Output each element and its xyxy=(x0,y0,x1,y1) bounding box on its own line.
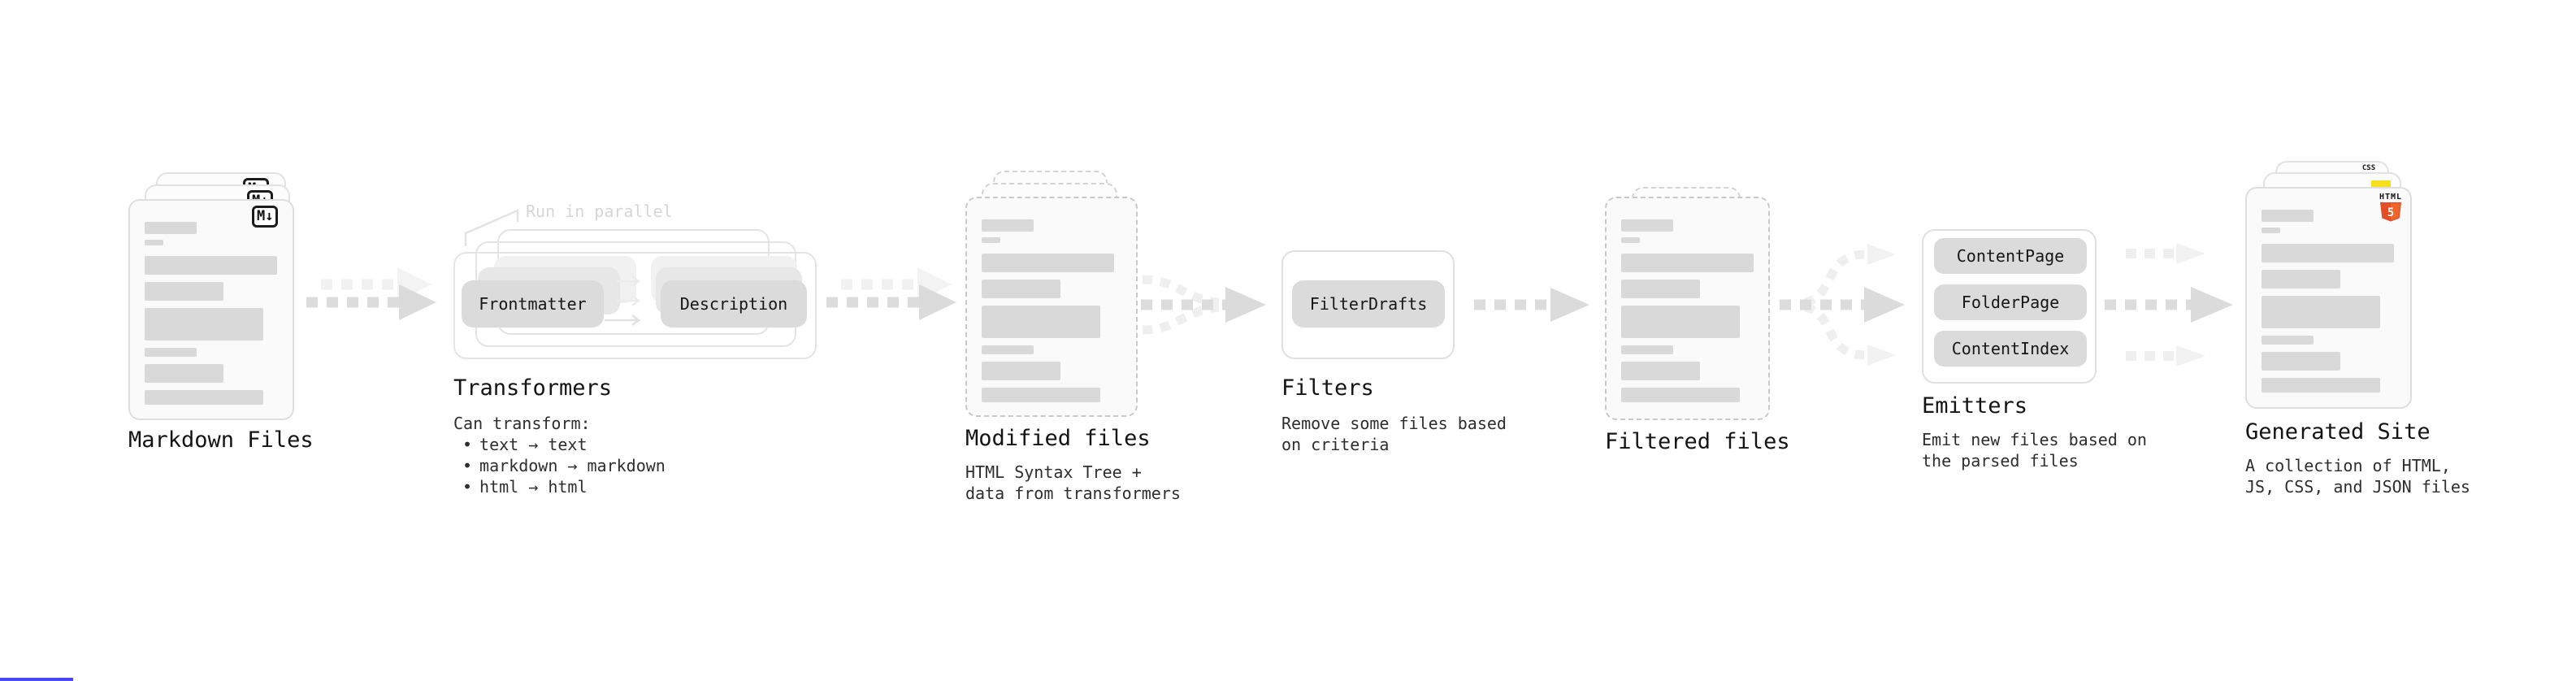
bullet-icon: • xyxy=(462,435,473,454)
transformer-bullet: • text → text xyxy=(453,434,666,455)
filters-description: Remove some files based on criteria xyxy=(1281,413,1507,455)
flow-arrow-transformers-to-modified xyxy=(826,267,956,320)
skeleton-bar xyxy=(2262,352,2340,371)
doc-skeleton-lines xyxy=(2247,189,2410,393)
skeleton-bar xyxy=(145,222,197,234)
desc-line: Emit new files based on xyxy=(1922,430,2147,449)
html5-icon-word: HTML xyxy=(2379,193,2403,202)
stage-label-emitters: Emitters xyxy=(1922,393,2028,419)
html5-icon: HTML 5 xyxy=(2379,193,2402,223)
stage-label-modified-files: Modified files xyxy=(965,426,1151,451)
skeleton-bar xyxy=(145,390,263,405)
flow-arrow-filters-to-filtered xyxy=(1474,288,1589,322)
modified-file-card-front xyxy=(965,197,1138,417)
annotation-leader-line xyxy=(464,209,519,246)
desc-line: Remove some files based xyxy=(1281,414,1507,433)
skeleton-bar xyxy=(2262,270,2340,288)
transformer-bullet: • html → html xyxy=(453,476,666,497)
skeleton-bar xyxy=(2262,228,2280,233)
description-node: Description xyxy=(661,280,807,327)
generated-site-description: A collection of HTML, JS, CSS, and JSON … xyxy=(2245,455,2470,497)
html5-icon-number: 5 xyxy=(2387,206,2394,219)
desc-line: the parsed files xyxy=(1922,451,2079,471)
skeleton-bar xyxy=(2262,336,2314,345)
filtered-file-card-front xyxy=(1605,197,1770,420)
stage-label-filters: Filters xyxy=(1281,375,1374,401)
skeleton-bar xyxy=(1621,219,1673,232)
run-in-parallel-annotation: Run in parallel xyxy=(526,202,673,221)
flow-arrow-filtered-to-emitters xyxy=(1780,244,1905,366)
folderpage-node: FolderPage xyxy=(1934,284,2087,320)
skeleton-bar xyxy=(1621,254,1754,272)
skeleton-bar xyxy=(145,308,263,340)
markdown-file-card-front: M↓ xyxy=(128,199,294,420)
parallel-arrows-icon xyxy=(605,275,641,326)
skeleton-bar xyxy=(2262,244,2394,262)
stage-label-markdown-files: Markdown Files xyxy=(128,427,314,453)
flow-arrow-markdown-to-transformers xyxy=(306,267,436,320)
markdown-icon: M↓ xyxy=(252,206,279,228)
transformer-run-frame-front xyxy=(453,252,817,359)
desc-line: A collection of HTML, xyxy=(2245,456,2451,475)
bullet-icon: • xyxy=(462,456,473,475)
skeleton-bar xyxy=(145,282,223,301)
skeleton-bar xyxy=(982,362,1060,380)
transformers-description: Can transform: • text → text • markdown … xyxy=(453,413,666,497)
css-icon-label: CSS xyxy=(2361,164,2376,172)
doc-skeleton-lines xyxy=(967,198,1136,402)
flow-arrow-modified-to-filters xyxy=(1141,275,1266,335)
bullet-text: markdown → markdown xyxy=(479,456,666,475)
skeleton-bar xyxy=(2262,378,2380,393)
skeleton-bar xyxy=(1621,280,1700,298)
skeleton-bar xyxy=(982,237,1000,243)
skeleton-bar xyxy=(982,280,1060,298)
skeleton-bar xyxy=(1621,362,1700,380)
bottom-accent-bar xyxy=(0,678,73,681)
desc-line: JS, CSS, and JSON files xyxy=(2245,477,2470,497)
skeleton-bar xyxy=(2262,296,2380,328)
stage-label-generated-site: Generated Site xyxy=(2245,419,2431,445)
stage-label-filtered-files: Filtered files xyxy=(1605,429,1790,454)
skeleton-bar xyxy=(145,364,223,383)
filterdrafts-node: FilterDrafts xyxy=(1292,280,1445,327)
desc-line: data from transformers xyxy=(965,484,1181,503)
doc-skeleton-lines xyxy=(130,201,293,405)
site-file-card-html: HTML 5 xyxy=(2245,187,2412,409)
bullet-text: text → text xyxy=(479,435,588,454)
skeleton-bar xyxy=(1621,345,1673,354)
emitters-description: Emit new files based on the parsed files xyxy=(1922,429,2147,471)
skeleton-bar xyxy=(982,388,1100,402)
desc-line: on criteria xyxy=(1281,435,1390,454)
skeleton-bar xyxy=(1621,388,1740,402)
bullet-icon: • xyxy=(462,477,473,497)
stage-label-transformers: Transformers xyxy=(453,375,613,401)
contentindex-node: ContentIndex xyxy=(1934,331,2087,367)
bullet-text: html → html xyxy=(479,477,588,497)
skeleton-bar xyxy=(982,254,1114,272)
skeleton-bar xyxy=(982,219,1034,232)
desc-line: HTML Syntax Tree + xyxy=(965,462,1142,482)
skeleton-bar xyxy=(145,348,197,357)
frontmatter-node: Frontmatter xyxy=(462,280,604,327)
skeleton-bar xyxy=(145,240,163,245)
skeleton-bar xyxy=(982,306,1100,338)
skeleton-bar xyxy=(145,256,277,275)
skeleton-bar xyxy=(1621,237,1640,243)
skeleton-bar xyxy=(982,345,1034,354)
skeleton-bar xyxy=(1621,306,1740,338)
html5-icon-shield: 5 xyxy=(2380,202,2402,222)
contentpage-node: ContentPage xyxy=(1934,238,2087,274)
transformer-bullet: • markdown → markdown xyxy=(453,455,666,476)
flow-arrow-emitters-to-site xyxy=(2105,243,2233,367)
doc-skeleton-lines xyxy=(1607,198,1768,402)
skeleton-bar xyxy=(2262,210,2314,222)
modified-files-description: HTML Syntax Tree + data from transformer… xyxy=(965,462,1181,504)
transformers-desc-title: Can transform: xyxy=(453,414,591,433)
